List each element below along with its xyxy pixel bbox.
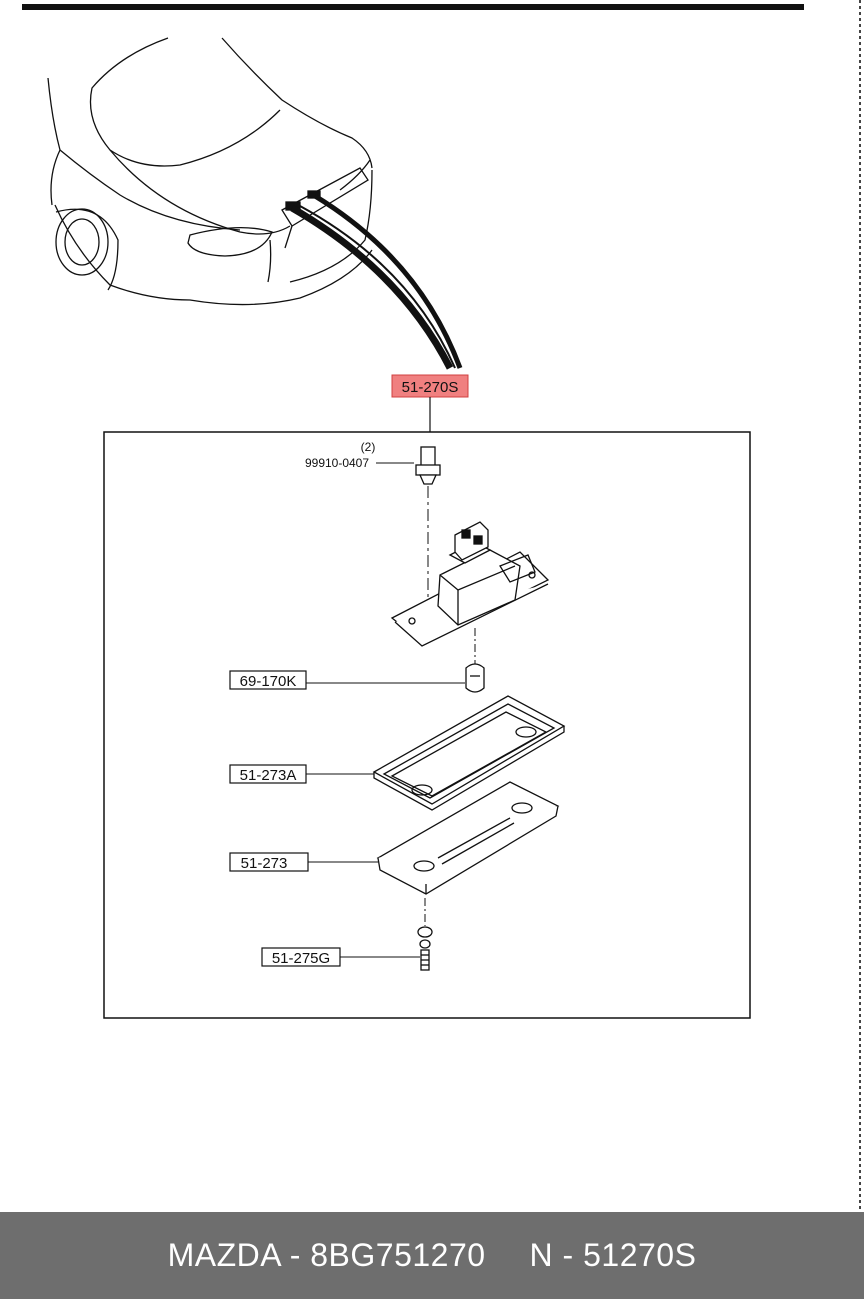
callout-screw-label: 51-275G (272, 950, 330, 967)
callout-lens-label: 51-273 (241, 855, 288, 872)
socket-qty: (2) (361, 440, 376, 454)
bulb-part (465, 663, 485, 693)
parts-diagram: 51-270S (2) 99910-0407 69-170K (22, 0, 861, 1212)
lamp-housing (390, 521, 550, 647)
callout-gasket-label: 51-273A (240, 767, 297, 784)
footer-code: N - 51270S (529, 1237, 697, 1273)
exploded-view-frame (103, 431, 751, 1019)
socket-part (415, 446, 441, 485)
footer-part-number: MAZDA - 8BG751270 (167, 1237, 486, 1273)
callout-bulb-label: 69-170K (240, 673, 297, 690)
callout-gasket[interactable]: 51-273A (229, 764, 307, 784)
callout-assembly[interactable]: 51-270S (391, 374, 469, 398)
leader-bundle (290, 193, 463, 370)
callout-lens[interactable]: 51-273 (229, 852, 309, 872)
top-rule (22, 4, 804, 10)
lens-part (376, 781, 560, 895)
callout-bulb-box (229, 670, 307, 690)
socket-part-number: 99910-0407 (305, 456, 369, 470)
callout-screw[interactable]: 51-275G (261, 947, 341, 967)
footer-bar: MAZDA - 8BG751270 N - 51270S (0, 1212, 864, 1299)
car-rear-illustration (47, 37, 373, 306)
gasket-part (372, 695, 566, 811)
screw-part (417, 926, 433, 971)
callout-bulb[interactable]: 69-170K (229, 670, 307, 690)
callout-assembly-label: 51-270S (402, 379, 459, 396)
